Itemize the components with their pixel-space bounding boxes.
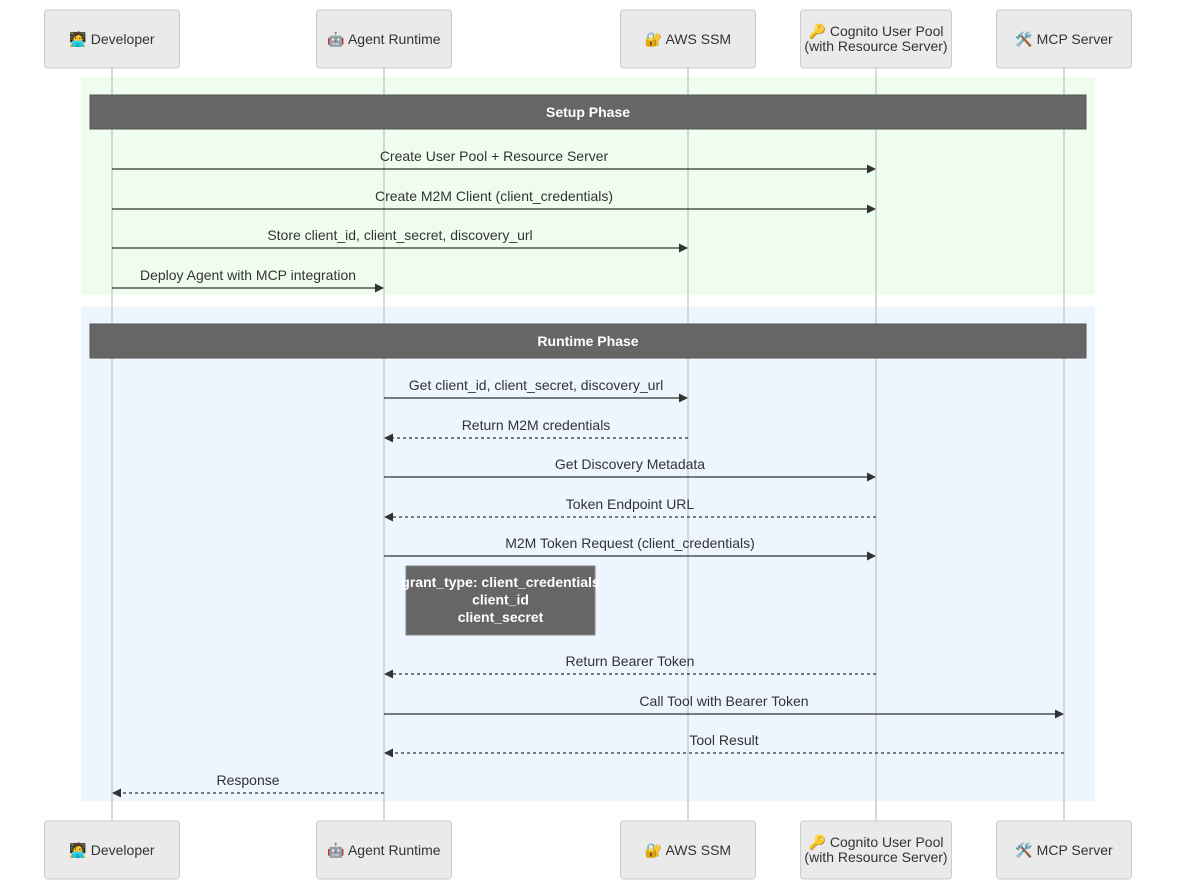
note-box <box>405 565 596 636</box>
actor-agent-bottom: 🤖 Agent Runtime <box>316 820 452 880</box>
actor-label: (with Resource Server) <box>804 849 947 865</box>
message-label: Create User Pool + Resource Server <box>380 148 609 164</box>
note-line: client_secret <box>458 609 544 625</box>
actor-ssm-bottom: 🔐 AWS SSM <box>620 820 756 880</box>
note-line: grant_type: client_credentials <box>401 574 600 590</box>
actor-label: 🧑‍💻 Developer <box>69 841 154 859</box>
actor-dev-bottom: 🧑‍💻 Developer <box>44 820 180 880</box>
phase-region <box>81 307 1095 801</box>
actor-agent-top: 🤖 Agent Runtime <box>316 9 452 69</box>
actor-cognito-bottom: 🔑 Cognito User Pool(with Resource Server… <box>800 820 952 880</box>
actor-mcp-bottom: 🛠️ MCP Server <box>996 820 1132 880</box>
actor-label: 🔑 Cognito User Pool <box>809 833 944 851</box>
message-label: Return Bearer Token <box>566 653 695 669</box>
actor-mcp-top: 🛠️ MCP Server <box>996 9 1132 69</box>
actor-label: 🤖 Agent Runtime <box>327 31 440 48</box>
actor-label: 🤖 Agent Runtime <box>327 842 440 859</box>
phase-header <box>89 94 1087 130</box>
actor-label: 🛠️ MCP Server <box>1015 30 1113 48</box>
actor-label: 🛠️ MCP Server <box>1015 841 1113 859</box>
message-label: Return M2M credentials <box>462 417 611 433</box>
actor-label: 🔐 AWS SSM <box>645 31 731 48</box>
actor-dev-top: 🧑‍💻 Developer <box>44 9 180 69</box>
message-label: M2M Token Request (client_credentials) <box>505 535 755 551</box>
phase-header <box>89 323 1087 359</box>
phase-label: Runtime Phase <box>537 333 638 349</box>
message-label: Response <box>216 772 279 788</box>
message-label: Store client_id, client_secret, discover… <box>267 227 532 243</box>
actor-ssm-top: 🔐 AWS SSM <box>620 9 756 69</box>
message-label: Deploy Agent with MCP integration <box>140 267 356 283</box>
actor-label: 🧑‍💻 Developer <box>69 30 154 48</box>
message-label: Call Tool with Bearer Token <box>639 693 808 709</box>
message-label: Token Endpoint URL <box>566 496 695 512</box>
message-label: Tool Result <box>689 732 758 748</box>
phase-label: Setup Phase <box>546 104 630 120</box>
actor-label: 🔑 Cognito User Pool <box>809 22 944 40</box>
message-label: Create M2M Client (client_credentials) <box>375 188 613 204</box>
actor-cognito-top: 🔑 Cognito User Pool(with Resource Server… <box>800 9 952 69</box>
actor-label: 🔐 AWS SSM <box>645 842 731 859</box>
actor-label: (with Resource Server) <box>804 38 947 54</box>
message-label: Get client_id, client_secret, discovery_… <box>409 377 663 393</box>
message-label: Get Discovery Metadata <box>555 456 705 472</box>
note-line: client_id <box>472 592 529 608</box>
